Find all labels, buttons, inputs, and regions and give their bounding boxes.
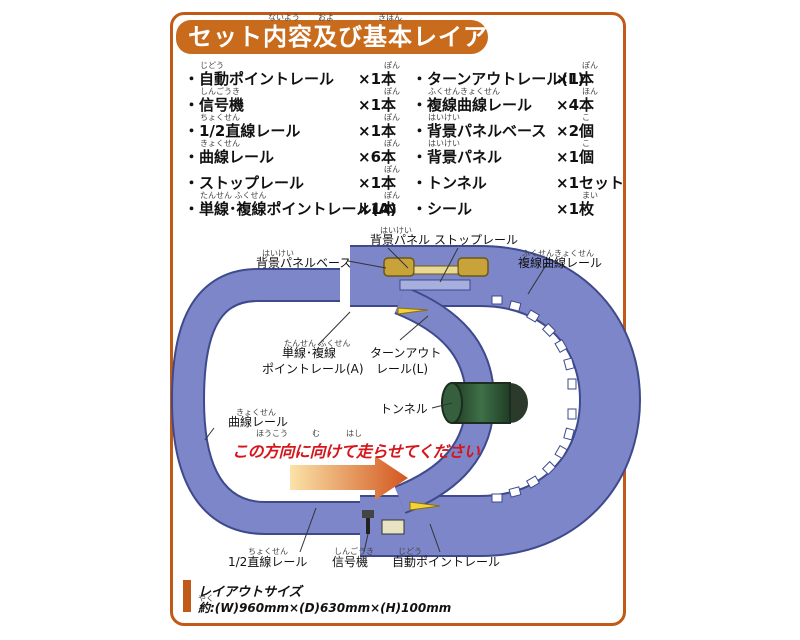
label-half-straight-rail: 1/2直線レール [228, 555, 308, 569]
label-ruby: たんせん ふくせん [284, 339, 351, 348]
content-item-quantity: ×1本 [358, 200, 397, 218]
content-item-name: ・1/2直線レール [184, 122, 301, 140]
label-signal: 信号機 [332, 555, 369, 569]
content-item-quantity: ×2個 [556, 122, 595, 140]
point-markers [397, 307, 441, 511]
double-curve-sleepers [491, 295, 577, 503]
content-item-quantity: ×1個 [556, 148, 595, 166]
quantity-ruby: ぽん [582, 61, 598, 70]
page-title: セット内容及び基本レイアウト [188, 23, 538, 51]
item-ruby: ちょくせん [200, 113, 240, 122]
content-item-name: ・自動ポイントレール [184, 70, 335, 88]
content-item-quantity: ×4本 [556, 96, 595, 114]
quantity-ruby: まい [582, 191, 598, 200]
label-point-rail-a-line1: 単線･複線 [282, 346, 337, 360]
quantity-ruby: こ [582, 139, 590, 148]
content-item-quantity: ×1本 [358, 70, 397, 88]
direction-instruction: この方向に向けて走らせてください [232, 442, 480, 461]
direction-ruby: ほうこう [256, 429, 288, 438]
label-ruby: はいけい [380, 226, 412, 235]
content-item-name: ・ストップレール [184, 174, 305, 192]
double-track-surface [350, 247, 639, 555]
content-item-name: ・背景パネル [412, 148, 503, 166]
content-item-quantity: ×6本 [358, 148, 397, 166]
content-item-quantity: ×1本 [556, 70, 595, 88]
label-ruby: ふくせんきょくせん [522, 249, 594, 258]
content-item-name: ・シール [412, 200, 473, 218]
leader-lines [204, 247, 549, 553]
label-ruby: しんごうき [334, 547, 374, 556]
quantity-ruby: ぽん [384, 61, 400, 70]
label-ruby: じどう [398, 547, 422, 556]
quantity-ruby: ぽん [384, 87, 400, 96]
quantity-ruby: ぽん [384, 191, 400, 200]
item-ruby: じどう [200, 61, 224, 70]
direction-arrow [290, 456, 408, 500]
signal-icon [362, 510, 405, 535]
item-ruby: はいけい [428, 113, 460, 122]
label-background-panel: 背景パネル [370, 233, 431, 247]
size-accent-bar [183, 580, 191, 612]
direction-ruby: はし [346, 429, 362, 438]
layout-size-value: 約:(W)960mm×(D)630mm×(H)100mm [198, 601, 452, 615]
content-item-name: ・複線曲線レール [412, 96, 533, 114]
size-ruby: やく [198, 594, 214, 603]
content-item-quantity: ×1本 [358, 96, 397, 114]
label-ruby: ちょくせん [248, 547, 288, 556]
content-item-name: ・曲線レール [184, 148, 275, 166]
label-tunnel: トンネル [380, 402, 428, 416]
item-ruby: しんごうき [200, 87, 240, 96]
quantity-ruby: ほん [582, 87, 598, 96]
content-item-name: ・ターンアウトレール(L) [412, 70, 585, 88]
label-turnout-line2: レール(L) [376, 362, 429, 376]
label-turnout-line1: ターンアウト [370, 346, 442, 360]
label-background-panel-base: 背景パネルベース [256, 256, 352, 270]
content-item-quantity: ×1枚 [556, 200, 595, 218]
item-ruby: はいけい [428, 139, 460, 148]
item-ruby: たんせん ふくせん [200, 191, 267, 200]
content-item-name: ・単線･複線ポイントレール(A) [184, 200, 397, 218]
stop-rail [399, 279, 471, 291]
content-item-name: ・背景パネルベース [412, 122, 547, 140]
quantity-ruby: こ [582, 113, 590, 122]
content-item-name: ・トンネル [412, 174, 487, 192]
item-ruby: きょくせん [200, 139, 240, 148]
quantity-ruby: ぽん [384, 113, 400, 122]
quantity-ruby: ぽん [384, 139, 400, 148]
tunnel [441, 382, 528, 424]
direction-ruby: む [312, 429, 320, 438]
label-ruby: きょくせん [236, 408, 276, 417]
background-panel-base [383, 257, 489, 277]
label-ruby: はいけい [262, 249, 294, 258]
title-ruby: きほん [378, 13, 402, 22]
content-item-quantity: ×1本 [358, 174, 397, 192]
label-double-curve-rail: 複線曲線レール [518, 256, 603, 270]
title-ruby: およ [318, 13, 334, 22]
label-point-rail-a-line2: ポイントレール(A) [262, 362, 364, 376]
left-loop-track-surface [173, 270, 360, 533]
label-stop-rail: ストップレール [434, 233, 519, 247]
layout-size-title: レイアウトサイズ [198, 585, 302, 600]
content-item-quantity: ×1本 [358, 122, 397, 140]
item-ruby: ふくせんきょくせん [428, 87, 500, 96]
title-ruby: ないよう [268, 13, 300, 22]
content-item-name: ・信号機 [184, 96, 245, 114]
title-banner [176, 20, 488, 54]
content-item-quantity: ×1セット [556, 174, 625, 192]
quantity-ruby: ぽん [384, 165, 400, 174]
label-curve-rail: 曲線レール [228, 415, 289, 429]
label-auto-point-rail: 自動ポイントレール [392, 555, 501, 569]
